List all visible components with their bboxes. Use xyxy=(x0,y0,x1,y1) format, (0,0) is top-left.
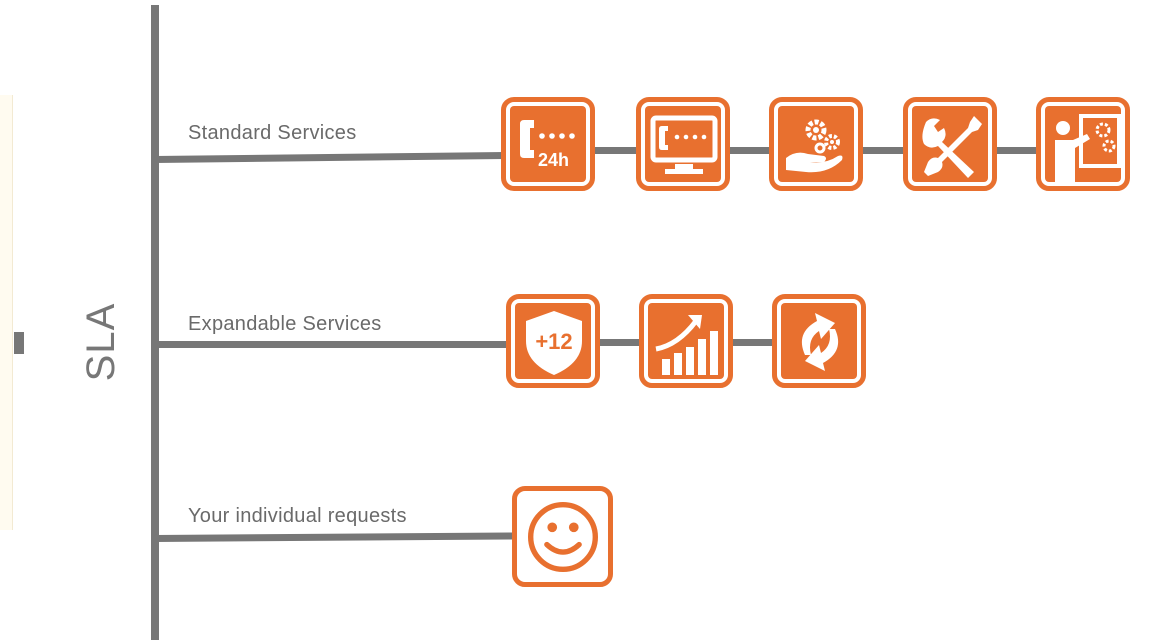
refresh-arrows-icon xyxy=(772,294,866,388)
monitor-phone-icon xyxy=(636,97,730,191)
shield-number-text: +12 xyxy=(535,329,572,354)
wrench-screwdriver-icon xyxy=(903,97,997,191)
row-label-expandable: Expandable Services xyxy=(188,313,382,335)
phone-24h-icon: 24h xyxy=(501,97,595,191)
sla-label: SLA xyxy=(79,302,123,382)
shield-plus-12-icon: +12 xyxy=(506,294,600,388)
spine-line xyxy=(151,5,159,640)
branch-standard xyxy=(154,152,506,163)
phone-24h-text: 24h xyxy=(538,150,569,170)
row-label-individual: Your individual requests xyxy=(188,505,407,527)
row-label-standard: Standard Services xyxy=(188,122,357,144)
branch-individual xyxy=(154,532,518,542)
presenter-gears-icon xyxy=(1036,97,1130,191)
side-panel xyxy=(0,95,13,530)
smiley-face-icon xyxy=(512,486,613,587)
tick-mark xyxy=(14,332,24,354)
growth-chart-icon xyxy=(639,294,733,388)
hand-gears-icon xyxy=(769,97,863,191)
branch-expandable xyxy=(155,341,510,348)
